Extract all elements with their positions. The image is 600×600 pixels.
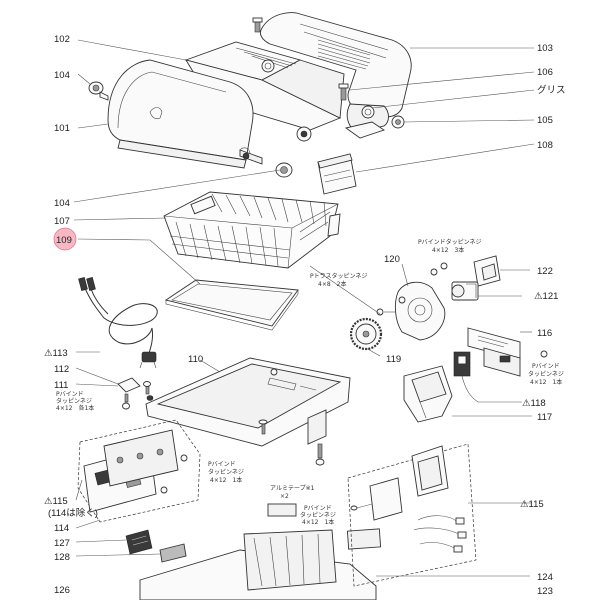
part-103-rear-cover: [259, 12, 412, 139]
label-122: 122: [537, 266, 553, 277]
label-105: 105: [537, 115, 553, 126]
label-115-left: ⚠115: [44, 496, 68, 507]
label-114: 114: [54, 523, 69, 534]
note-pbind-mid-3: 4×12 1本: [210, 476, 242, 484]
note-pbind-left-3: 4×12 各1本: [56, 404, 94, 412]
note-pbind-left-2: タッピンネジ: [56, 397, 92, 405]
part-119-gear: [349, 317, 383, 351]
part-117-duct: [403, 365, 453, 423]
note-screw-top-2: 4×12 3本: [432, 246, 464, 254]
label-119: 119: [386, 354, 401, 365]
group-115-right-dashed: [347, 443, 477, 587]
label-104-top: 104: [54, 70, 70, 81]
note-screw-top-1: Pバインドタッピンネジ: [418, 238, 482, 246]
label-126: 126: [54, 585, 70, 596]
part-113-power-cord: [78, 277, 158, 369]
label-116: 116: [537, 328, 552, 339]
note-aluminum-tape-1: アルミテープ※1: [270, 485, 315, 492]
part-120-gear-housing: [376, 281, 446, 341]
label-114-note: (114は除く): [48, 507, 98, 519]
group-115-dashed-box: [77, 419, 201, 523]
part-109-drip-tray: [164, 279, 299, 331]
part-122-bracket: [430, 255, 501, 287]
part-108-container: [317, 153, 357, 195]
label-124: 124: [537, 572, 553, 583]
label-110: 110: [188, 354, 203, 365]
part-104-knob-bottom: [239, 149, 293, 178]
part-110-base: [145, 357, 351, 466]
part-111-bracket: [117, 377, 154, 410]
label-107: 107: [54, 216, 70, 227]
label-112: 112: [54, 364, 69, 375]
note-aluminum-tape-2: ×2: [280, 493, 289, 500]
label-109: 109: [56, 235, 72, 246]
warning-icon: ⚠: [520, 499, 529, 510]
label-108: 108: [537, 140, 553, 151]
label-127: 127: [54, 538, 70, 549]
label-106: 106: [537, 67, 553, 78]
note-pbind-bottom-2: タッピンネジ: [300, 511, 336, 519]
leader-lines: [73, 39, 535, 577]
part-128-filter-pad: [159, 543, 187, 563]
label-104-bottom: 104: [54, 198, 70, 209]
label-118: ⚠118: [522, 398, 546, 409]
note-pbind-right-3: 4×12 1本: [530, 378, 562, 386]
part-114-control-panel: [83, 429, 188, 513]
label-grease: グリス: [537, 84, 566, 96]
screw-notes: Pバインドタッピンネジ 4×12 3本 Pトラスタッピンネジ 4×8 2本 Pバ…: [56, 238, 564, 526]
warning-icon: ⚠: [44, 348, 53, 359]
note-pbind-left-1: Pバインド: [56, 391, 84, 398]
part-105-knob: [391, 115, 405, 129]
label-128: 128: [54, 552, 70, 563]
warning-icon: ⚠: [44, 496, 53, 507]
label-111: 111: [54, 380, 68, 391]
note-pbind-bottom-1: Pバインド: [304, 505, 332, 512]
note-ptruss-1: Pトラスタッピンネジ: [310, 272, 367, 280]
note-pbind-right-2: タッピンネジ: [528, 370, 564, 378]
part-118-switch: [453, 351, 479, 403]
part-107-dish-rack: [163, 191, 341, 269]
warning-icon: ⚠: [534, 291, 543, 302]
label-113: ⚠113: [44, 348, 68, 359]
part-101-front-cover: [107, 59, 254, 169]
note-pbind-mid-1: Pバインド: [208, 461, 236, 468]
highlight-circle-109: [53, 227, 77, 251]
part-104-knob-top: [88, 81, 109, 101]
note-ptruss-2: 4×8 2本: [318, 280, 346, 288]
part-124-bottom-housing: [139, 503, 382, 600]
part-121-motor: [451, 281, 479, 301]
note-pbind-bottom-3: 4×12 1本: [302, 518, 334, 526]
label-117: 117: [537, 412, 552, 423]
label-123: 123: [537, 586, 553, 597]
note-pbind-mid-2: タッピンネジ: [208, 468, 244, 476]
note-pbind-right-1: Pバインド: [532, 363, 560, 370]
label-121: ⚠121: [534, 291, 558, 302]
label-103: 103: [537, 43, 553, 54]
label-115-right: ⚠115: [520, 499, 544, 510]
part-number-labels: 102 103 104 106 グリス 101 105 108 104 107 …: [44, 34, 566, 597]
warning-icon: ⚠: [522, 398, 531, 409]
part-116-circuit-board: [467, 327, 548, 377]
label-101: 101: [54, 123, 70, 134]
part-127-filter: [125, 529, 153, 555]
label-120: 120: [384, 254, 400, 265]
label-102: 102: [54, 34, 70, 45]
part-106-screw: [252, 17, 349, 101]
